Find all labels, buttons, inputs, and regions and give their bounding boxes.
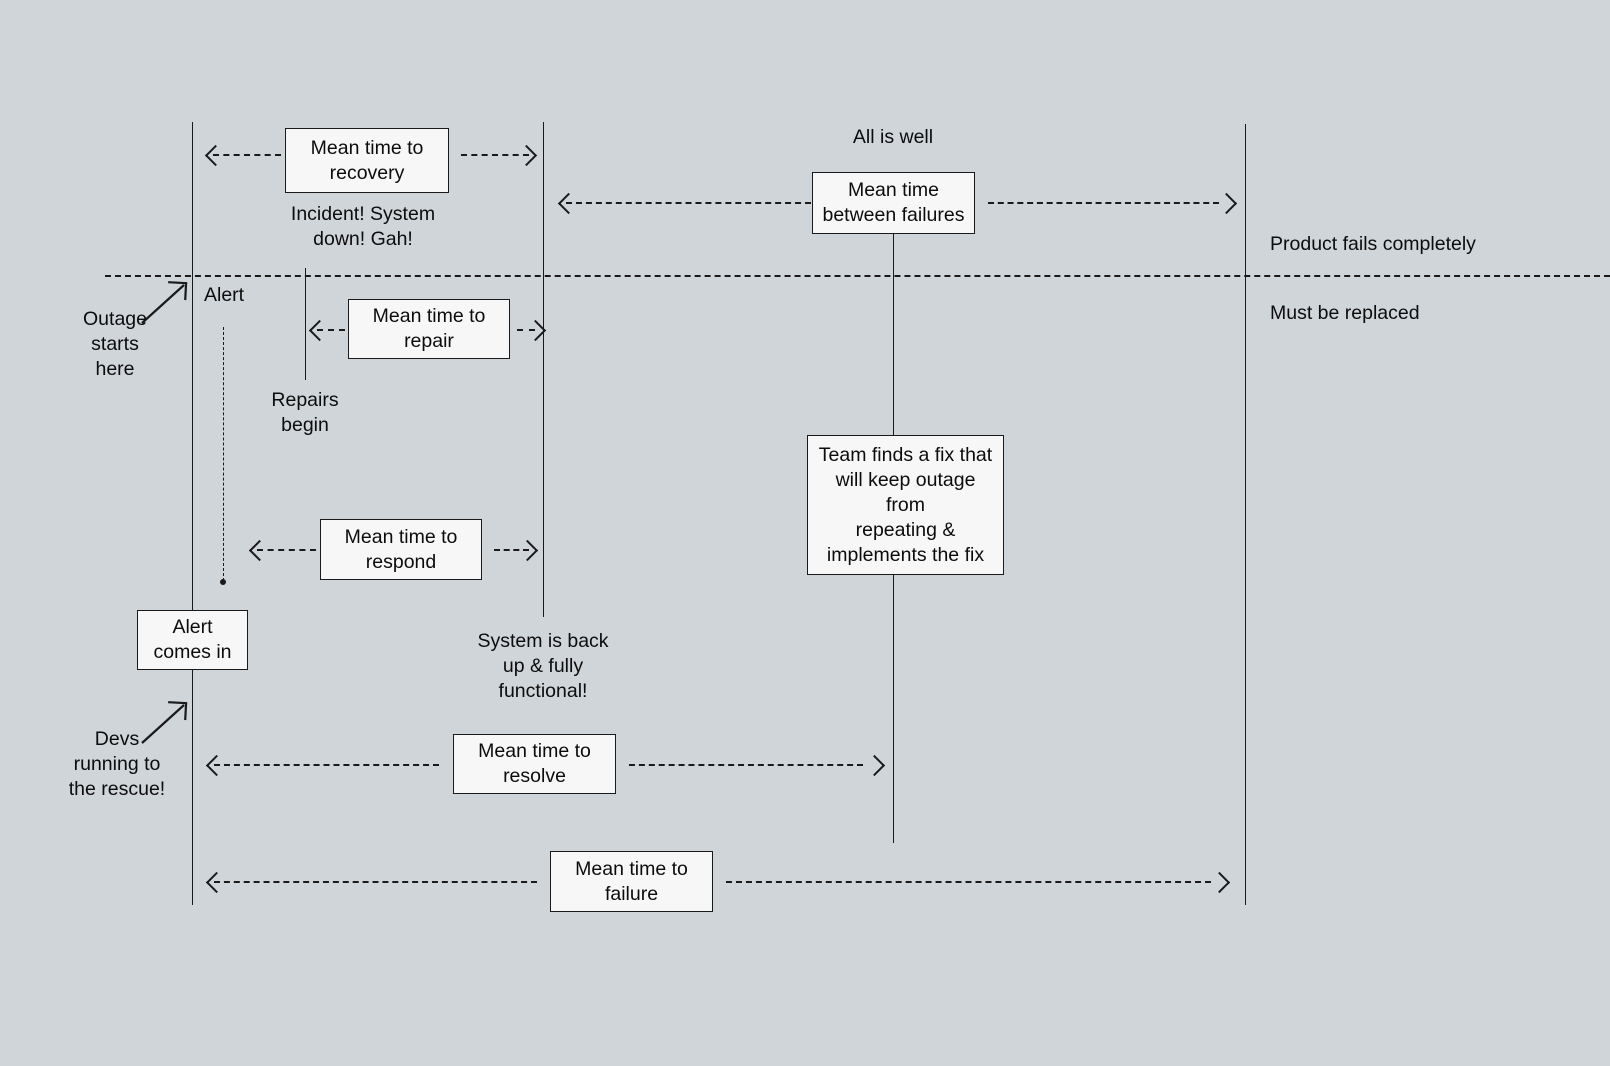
arrow-devs-running-to-the-rescue	[141, 701, 188, 744]
timeline-rule-system-restored	[543, 122, 544, 617]
label-repairs-begin: Repairs begin	[271, 389, 339, 436]
arrow-outage-starts-here	[141, 281, 188, 324]
box-mean-time-to-resolve: Mean time to resolve	[453, 734, 616, 794]
label-system-back-up: System is back up & fully functional!	[477, 630, 609, 702]
label-devs-running: Devs running to the rescue!	[68, 728, 166, 800]
arrow-segment-mttrecovery-right	[461, 154, 529, 156]
timeline-rule-outage-start	[192, 122, 193, 905]
arrow-segment-mttfailure-right	[726, 881, 1211, 883]
label-outage-starts-here: Outage starts here	[83, 308, 147, 380]
arrow-segment-mttrespond-left	[257, 549, 316, 551]
arrow-segment-mttfailure-left	[214, 881, 537, 883]
arrow-segment-mtbf-left	[566, 202, 811, 204]
label-must-be-replaced: Must be replaced	[1270, 302, 1420, 324]
timeline-rule-product-fails	[1245, 124, 1246, 905]
box-mean-time-to-respond: Mean time to respond	[320, 519, 482, 580]
arrow-segment-mttrespond-right	[494, 549, 529, 551]
label-product-fails-completely: Product fails completely	[1270, 233, 1476, 255]
box-mean-time-to-repair: Mean time to repair	[348, 299, 510, 359]
timeline-rule-alert-dashed	[223, 327, 224, 581]
box-mean-time-to-failure: Mean time to failure	[550, 851, 713, 912]
alert-endpoint-dot	[220, 579, 226, 585]
arrow-segment-mttresolve-left	[214, 764, 439, 766]
product-failure-threshold-line	[105, 275, 1610, 277]
arrow-segment-mtbf-right	[988, 202, 1219, 204]
label-incident: Incident! System down! Gah!	[290, 203, 436, 250]
timeline-tick-repairs-begin	[305, 268, 306, 380]
label-all-is-well: All is well	[852, 126, 934, 148]
arrow-segment-mttrecovery-left	[213, 154, 281, 156]
box-mean-time-between-failures: Mean time between failures	[812, 172, 975, 234]
box-alert-comes-in: Alert comes in	[137, 610, 248, 670]
arrow-segment-mttresolve-right	[629, 764, 863, 766]
arrow-segment-mttrepair-left	[317, 329, 345, 331]
label-alert: Alert	[204, 284, 245, 306]
box-team-finds-a-fix: Team finds a fix that will keep outage f…	[807, 435, 1004, 575]
box-mean-time-to-recovery: Mean time to recovery	[285, 128, 449, 193]
